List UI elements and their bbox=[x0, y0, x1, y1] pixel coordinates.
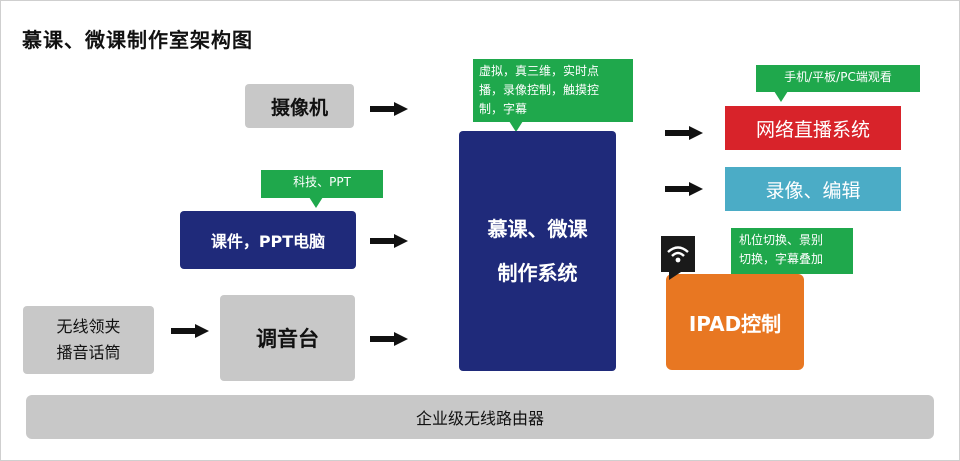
arrow-right-icon bbox=[370, 234, 408, 248]
system-features-bubble: 虚拟，真三维，实时点 播，录像控制，触摸控 制，字幕 bbox=[473, 59, 633, 132]
system-features-line2: 播，录像控制，触摸控 bbox=[479, 83, 600, 97]
diagram-title: 慕课、微课制作室架构图 bbox=[22, 28, 253, 52]
wireless-mic-box: 无线领夹 播音话筒 bbox=[23, 306, 154, 374]
wifi-icon bbox=[661, 236, 695, 280]
ipad-features-line2: 切换，字幕叠加 bbox=[739, 252, 824, 266]
arrow-right-icon bbox=[665, 126, 703, 140]
devices-bubble: 手机/平板/PC端观看 bbox=[756, 65, 920, 102]
mic-label-line2: 播音话筒 bbox=[56, 343, 121, 362]
arrow-right-icon bbox=[370, 332, 408, 346]
production-system-box: 慕课、微课 制作系统 bbox=[459, 131, 616, 371]
courseware-box: 课件，PPT电脑 bbox=[180, 211, 356, 269]
mic-label-line1: 无线领夹 bbox=[56, 317, 121, 336]
ipad-features-bubble: 机位切换、景别 切换，字幕叠加 bbox=[731, 228, 853, 284]
arrow-right-icon bbox=[665, 182, 703, 196]
tech-bubble: 科技、PPT bbox=[261, 170, 383, 208]
system-features-line1: 虚拟，真三维，实时点 bbox=[479, 64, 600, 78]
live-streaming-box: 网络直播系统 bbox=[725, 106, 901, 150]
ipad-features-line1: 机位切换、景别 bbox=[739, 233, 824, 247]
ipad-control-box: IPAD控制 bbox=[666, 274, 804, 370]
mixer-box: 调音台 bbox=[220, 295, 355, 381]
recording-editing-box: 录像、编辑 bbox=[725, 167, 901, 211]
system-features-line3: 制，字幕 bbox=[479, 102, 528, 116]
camera-box: 摄像机 bbox=[245, 84, 354, 128]
router-bar: 企业级无线路由器 bbox=[26, 395, 934, 439]
system-label-line2: 制作系统 bbox=[497, 261, 578, 285]
system-label-line1: 慕课、微课 bbox=[487, 217, 588, 241]
arrow-right-icon bbox=[171, 324, 209, 338]
arrow-right-icon bbox=[370, 102, 408, 116]
